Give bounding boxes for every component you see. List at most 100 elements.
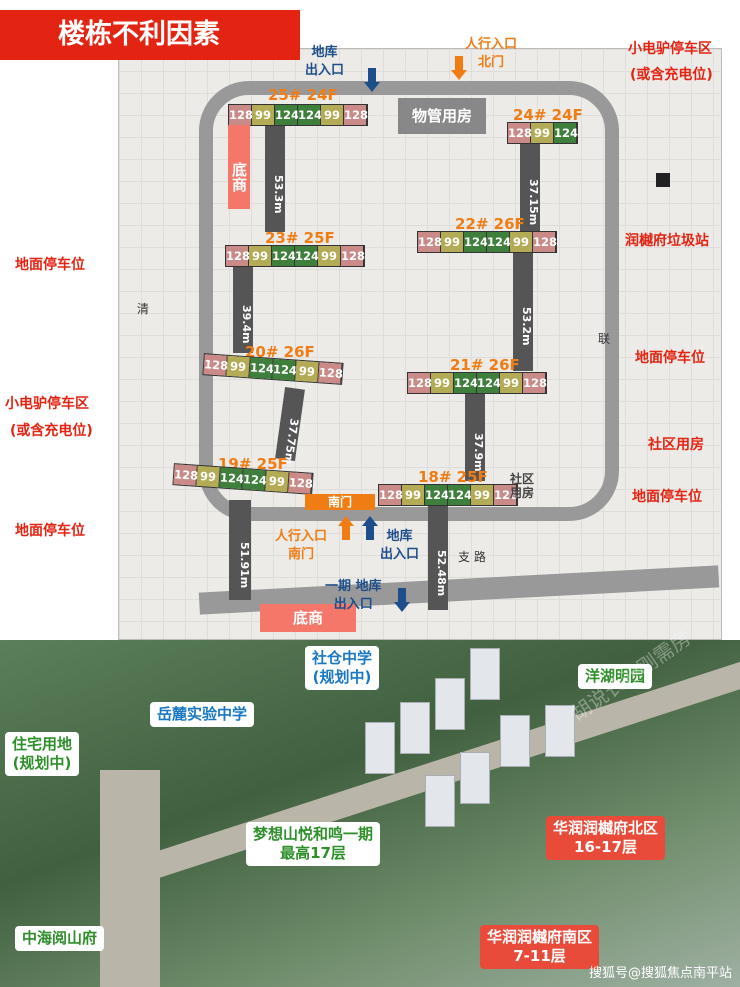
unit-area-cell: 124 — [219, 467, 245, 489]
annotation-ground-parking: 地面停车位 — [15, 257, 85, 273]
distance-bar: 39.4m — [233, 265, 253, 353]
unit-area-cell: 99 — [500, 373, 523, 393]
annotation-ebike-left: 小电驴停车区 — [5, 396, 89, 412]
building-label: 21# 26F — [450, 356, 520, 374]
unit-area-cell: 128 — [344, 105, 368, 125]
label-shecang-school: 社仓中学(规划中) — [305, 646, 380, 690]
unit-area-cell: 128 — [229, 105, 253, 125]
distance-bar: 37.9m — [465, 393, 485, 481]
unit-area-cell: 99 — [531, 123, 554, 143]
label-yuelu-school: 岳麓实验中学 — [150, 702, 255, 727]
unit-area-cell: 99 — [252, 105, 275, 125]
annotation-ground-parking: 地面停车位 — [15, 523, 85, 539]
site-plan — [118, 48, 722, 640]
unit-area-cell: 128 — [288, 472, 313, 494]
unit-area-cell: 99 — [321, 105, 344, 125]
unit-area-cell: 128 — [341, 246, 365, 266]
unit-area-cell: 128 — [494, 485, 518, 505]
building-label: 18# 25F — [418, 468, 488, 486]
annotation-ground-parking: 地面停车位 — [635, 350, 705, 366]
garbage-station-marker — [656, 173, 670, 187]
unit-area-cell: 128 — [408, 373, 432, 393]
unit-area-cell: 99 — [510, 232, 533, 252]
unit-area-cell: 99 — [265, 470, 290, 493]
label-mengxiang: 梦想山悦和鸣一期最高17层 — [246, 822, 381, 866]
unit-area-cell: 124 — [298, 105, 322, 125]
unit-area-cell: 99 — [226, 355, 251, 378]
unit-area-cell: 124 — [554, 123, 578, 143]
annotation-garbage-station: 润樾府垃圾站 — [625, 233, 709, 249]
unit-area-cell: 99 — [295, 360, 320, 383]
source-credit: 搜狐号@搜狐焦点南平站 — [588, 966, 732, 981]
unit-area-cell: 99 — [471, 485, 494, 505]
unit-area-cell: 124 — [272, 359, 297, 381]
annotation-ebike-right-note: (或含充电位) — [630, 67, 713, 83]
label-zhonghai: 中海阅山府 — [15, 926, 105, 951]
arrow-up-icon — [362, 516, 378, 526]
shop-bottom: 底商 — [260, 604, 356, 632]
garage-entrance-south: 地库出入口 — [380, 529, 420, 562]
unit-area-cell: 128 — [173, 464, 199, 486]
arrow-up-icon — [366, 526, 374, 540]
phase1-garage-entrance: 一期 地库出入口 — [325, 579, 382, 612]
distance-bar: 37.15m — [520, 143, 540, 231]
unit-area-cell: 124 — [448, 485, 472, 505]
unit-area-cell: 128 — [418, 232, 442, 252]
pedestrian-entrance-south: 人行入口南门 — [275, 529, 328, 562]
unit-area-cell: 124 — [295, 246, 319, 266]
arrow-down-icon — [364, 82, 380, 92]
building-label: 20# 26F — [245, 343, 315, 361]
unit-area-cell: 128 — [226, 246, 250, 266]
unit-area-cell: 99 — [431, 373, 454, 393]
pedestrian-entrance-north: 人行入口北门 — [465, 37, 518, 70]
arrow-down-icon — [398, 588, 406, 602]
arrow-up-icon — [338, 516, 354, 526]
road-label: 支 路 — [458, 550, 486, 564]
south-gate: 南门 — [305, 494, 375, 510]
aerial-photo — [0, 640, 740, 987]
arrow-up-icon — [342, 526, 350, 540]
unit-area-cell: 124 — [464, 232, 488, 252]
road-label-qing: 清 — [137, 302, 150, 316]
unit-area-cell: 124 — [487, 232, 511, 252]
arrow-down-icon — [394, 602, 410, 612]
unit-area-cell: 128 — [523, 373, 547, 393]
unit-area-cell: 99 — [402, 485, 425, 505]
page-title: 楼栋不利因素 — [0, 10, 300, 60]
building-label: 25# 24F — [268, 86, 338, 104]
property-room: 物管用房 — [398, 98, 486, 134]
annotation-community-room: 社区用房 — [648, 437, 704, 453]
label-yanghu: 洋湖明园 — [578, 664, 653, 689]
building-label: 23# 25F — [265, 229, 335, 247]
annotation-ground-parking: 地面停车位 — [632, 489, 702, 505]
building-label: 22# 26F — [455, 215, 525, 233]
unit-area-cell: 99 — [441, 232, 464, 252]
unit-area-cell: 128 — [318, 362, 343, 384]
label-residential-land: 住宅用地(规划中) — [5, 732, 80, 776]
annotation-ebike-left-note: (或含充电位) — [10, 423, 93, 439]
arrow-down-icon — [368, 68, 376, 82]
unit-area-cell: 124 — [242, 469, 267, 491]
unit-area-cell: 124 — [425, 485, 449, 505]
road-label-lian: 联 — [598, 332, 611, 346]
unit-area-cell: 124 — [477, 373, 501, 393]
arrow-down-icon — [455, 56, 463, 70]
unit-area-cell: 124 — [454, 373, 478, 393]
annotation-ebike-right: 小电驴停车区 — [628, 41, 712, 57]
unit-area-cell: 128 — [508, 123, 532, 143]
garage-entrance-north: 地库出入口 — [305, 45, 345, 78]
building-label: 24# 24F — [513, 106, 583, 124]
unit-area-cell: 99 — [318, 246, 341, 266]
distance-bar: 52.48m — [428, 506, 448, 610]
arrow-down-icon — [451, 70, 467, 80]
unit-area-cell: 99 — [249, 246, 272, 266]
unit-area-cell: 128 — [203, 354, 229, 376]
